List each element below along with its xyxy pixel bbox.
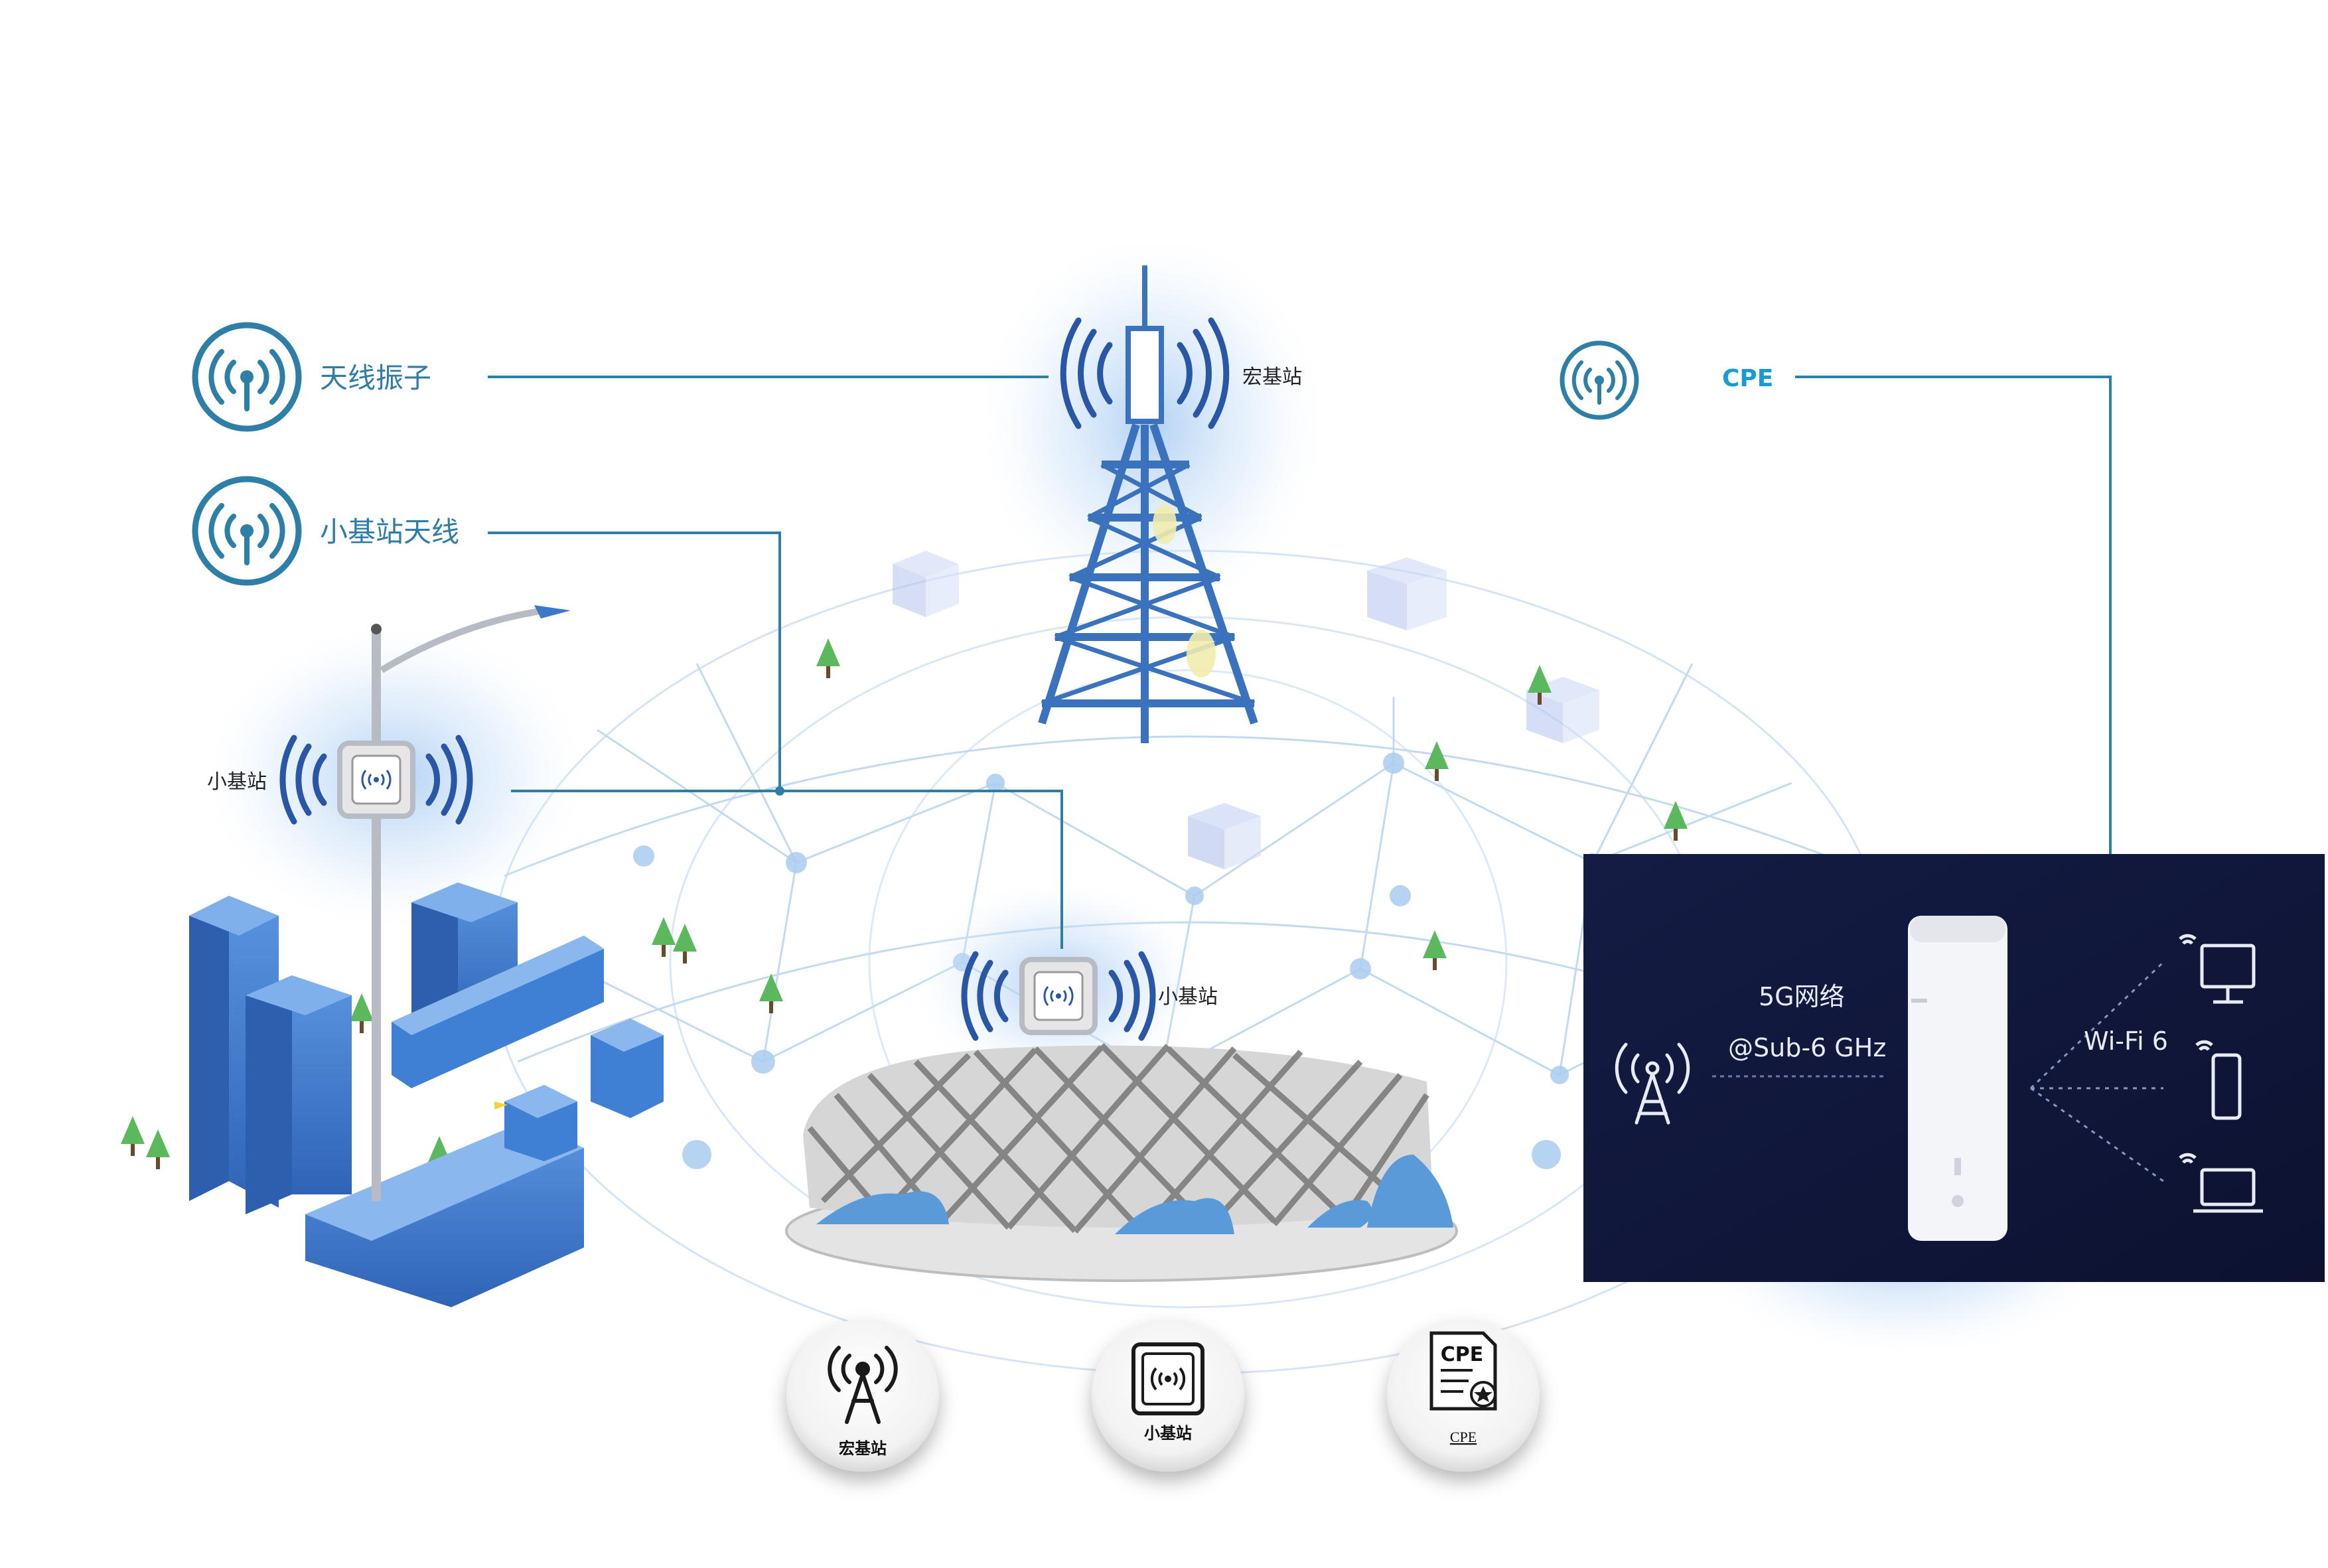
cpe-badge-text: CPE [1441, 1343, 1484, 1366]
laptop-icon [2179, 1153, 2263, 1213]
bottom-icon-label: 小基站 [1144, 1424, 1192, 1443]
signal-waves-icon [961, 951, 1156, 1041]
floating-cubes [893, 551, 1599, 869]
antenna-element-legend: 天线振子 [192, 322, 431, 432]
city-buildings [189, 883, 664, 1307]
radio-antenna-icon [192, 476, 302, 586]
tower-signal-icon [1615, 1042, 1690, 1125]
small-station-left-label: 小基站 [207, 770, 267, 794]
small-cell-icon [351, 754, 401, 805]
connector-lines [488, 376, 2112, 949]
small-station-center-label: 小基站 [1158, 985, 1218, 1009]
bottom-icon-label: CPE [1450, 1429, 1477, 1445]
stadium: 小基站 [785, 951, 1458, 1282]
phone-icon [2195, 1040, 2242, 1120]
cpe-certificate-icon: CPE [1429, 1331, 1497, 1411]
antenna-element-label: 天线振子 [320, 362, 431, 394]
bottom-icon-label: 宏基站 [839, 1439, 887, 1458]
radio-antenna-icon [1560, 340, 1639, 420]
network-line2-label: @Sub-6 GHz [1728, 1033, 1886, 1062]
bottom-icon-cpe[interactable]: CPE CPE [1387, 1319, 1540, 1472]
signal-waves-icon [279, 735, 473, 825]
wifi-label: Wi-Fi 6 [2084, 1027, 2168, 1056]
signal-waves-icon [1060, 317, 1230, 429]
cpe-panel: 5G网络 @Sub-6 GHz Wi-Fi 6 [1583, 854, 2325, 1282]
macro-station-label: 宏基站 [1242, 366, 1302, 389]
trees [121, 638, 1688, 1176]
small-cell-icon [1131, 1342, 1204, 1415]
junction-dot [775, 786, 784, 796]
network-line1-label: 5G网络 [1759, 982, 1845, 1011]
cpe-label: CPE [1722, 365, 1773, 392]
monitor-icon [2179, 934, 2256, 1004]
bottom-icon-macro-station[interactable]: 宏基站 [786, 1319, 939, 1472]
antenna-tower-icon [828, 1346, 898, 1424]
bottom-icon-small-station[interactable]: 小基站 [1092, 1319, 1244, 1472]
radio-antenna-icon [192, 322, 302, 432]
small-cell-icon [1033, 971, 1084, 1021]
street-light: 小基站 [207, 605, 571, 1201]
cpe-router-icon [1908, 916, 2007, 1241]
macro-tower: 宏基站 [1038, 265, 1302, 743]
small-cell-antenna-legend: 小基站天线 [192, 476, 459, 586]
cpe-legend: CPE [1560, 340, 1773, 420]
small-cell-antenna-label: 小基站天线 [320, 516, 459, 548]
